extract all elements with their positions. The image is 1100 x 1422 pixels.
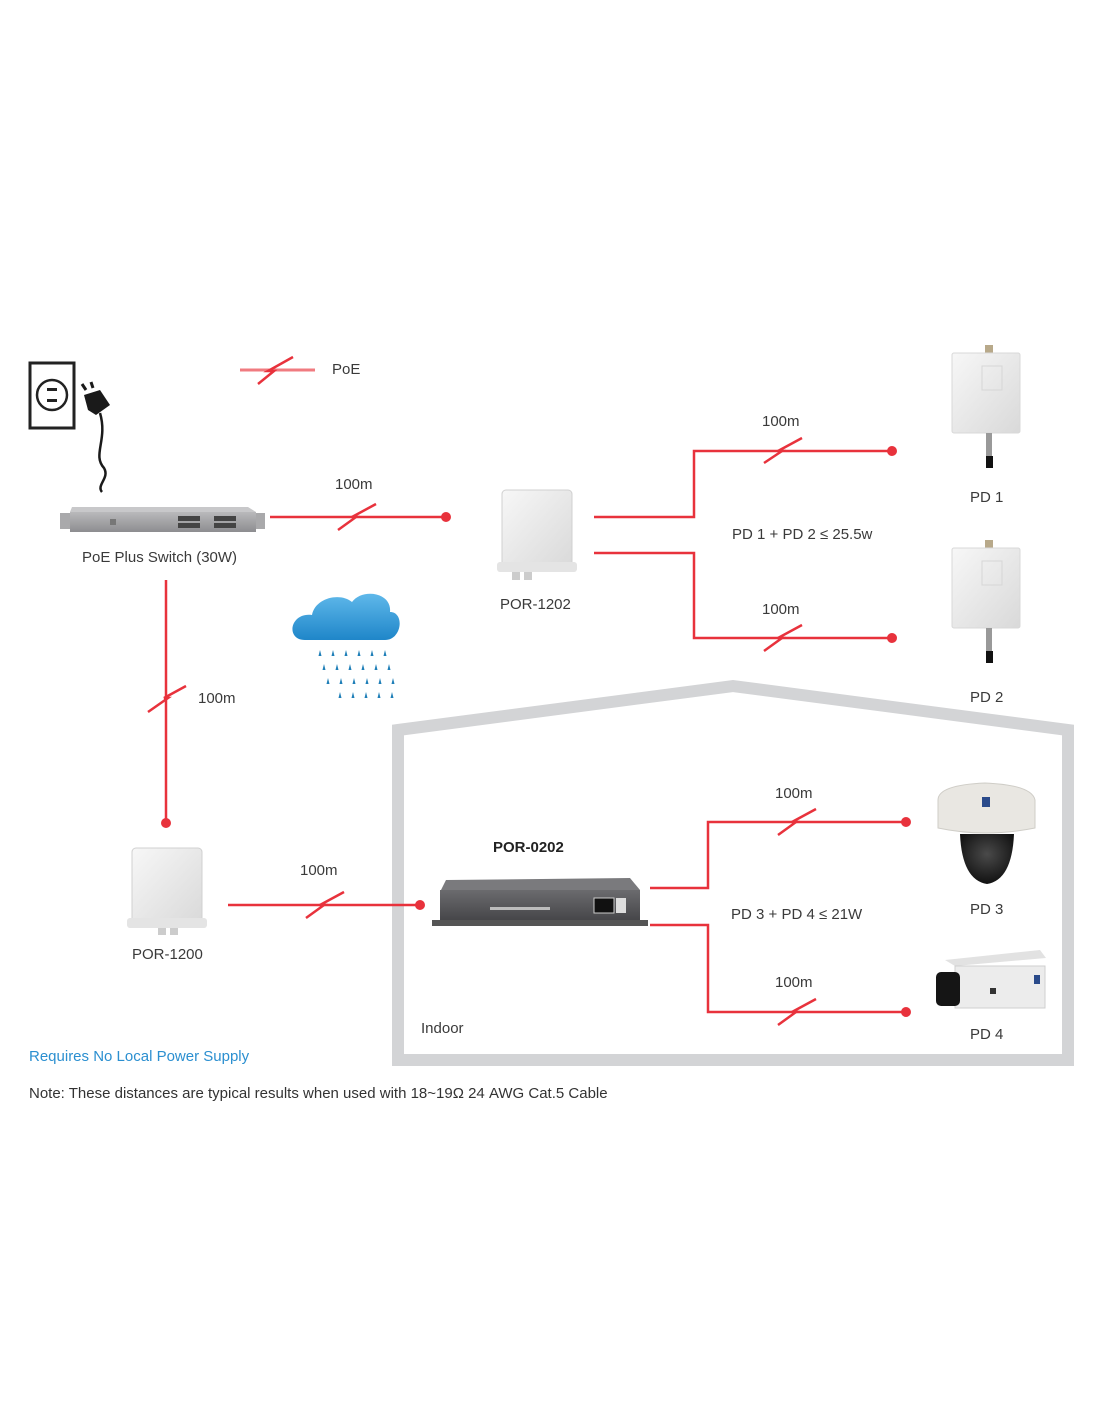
pd2-label: PD 2 (970, 689, 1004, 706)
cable-por0202-pd3 (650, 820, 906, 890)
cable-break-icon (257, 355, 294, 385)
pd3-dome-camera-device (937, 782, 1036, 884)
no-local-power-note: Requires No Local Power Supply (29, 1048, 250, 1065)
cable-break-icon (147, 684, 187, 714)
power-budget-pd1-pd2: PD 1 + PD 2 ≤ 25.5w (732, 526, 873, 543)
endpoint-dot (901, 817, 911, 827)
raindrop (344, 650, 348, 656)
raindrop (331, 650, 335, 656)
raindrop (348, 664, 352, 670)
cable-por1202-pd2 (594, 551, 892, 640)
poe-legend (240, 355, 315, 385)
cable-breaks (147, 436, 817, 1027)
link-length-label: 100m (335, 476, 373, 493)
raindrop (370, 650, 374, 656)
raindrop (378, 678, 382, 684)
raindrop (364, 692, 368, 698)
por-1200-device (127, 847, 207, 935)
endpoint-dot (887, 633, 897, 643)
raindrop (383, 650, 387, 656)
raindrop (387, 664, 391, 670)
link-length-label: 100m (775, 785, 813, 802)
pd3-label: PD 3 (970, 901, 1004, 918)
cable-break-icon (305, 890, 345, 920)
raindrop (365, 678, 369, 684)
poe-cables (164, 449, 906, 1014)
power-outlet-icon (28, 361, 76, 430)
pd1-access-point-device (951, 345, 1021, 468)
por-1202-label: POR-1202 (500, 596, 571, 613)
por-1200-label: POR-1200 (132, 946, 203, 963)
cable-endpoints (161, 446, 911, 1017)
power-budget-pd3-pd4: PD 3 + PD 4 ≤ 21W (731, 906, 863, 923)
link-length-label: 100m (198, 690, 236, 707)
cable-por0202-pd4 (650, 923, 906, 1014)
cable-break-icon (777, 997, 817, 1027)
indoor-house-outline (392, 679, 1074, 1066)
cable-break-icon (763, 623, 803, 653)
cable-break-icon (777, 807, 817, 837)
raindrop (391, 678, 395, 684)
cable-por1202-pd1 (594, 449, 892, 519)
endpoint-dot (161, 818, 171, 828)
pd2-access-point-device (951, 540, 1021, 663)
endpoint-dot (415, 900, 425, 910)
raindrop (339, 678, 343, 684)
poe-plus-switch-device (60, 507, 265, 532)
por-1202-device (497, 489, 577, 580)
endpoint-dot (887, 446, 897, 456)
rain-cloud-icon (292, 593, 400, 698)
raindrop (335, 664, 339, 670)
por-0202-device (432, 878, 648, 926)
raindrop (361, 664, 365, 670)
pd4-label: PD 4 (970, 1026, 1004, 1043)
link-length-label: 100m (300, 862, 338, 879)
cable-break-icon (337, 502, 377, 532)
cable-break-icon (763, 436, 803, 465)
por-0202-label: POR-0202 (493, 839, 564, 856)
cable-distance-note: Note: These distances are typical result… (29, 1085, 608, 1102)
raindrop (390, 692, 394, 698)
endpoint-dot (441, 512, 451, 522)
power-plug-icon (80, 381, 110, 493)
link-length-label: 100m (762, 413, 800, 430)
raindrop (318, 650, 322, 656)
raindrop (357, 650, 361, 656)
raindrop (322, 664, 326, 670)
raindrop (351, 692, 355, 698)
raindrop (352, 678, 356, 684)
link-length-label: 100m (775, 974, 813, 991)
raindrop (377, 692, 381, 698)
pd4-box-camera-device (936, 950, 1046, 1009)
indoor-zone-label: Indoor (421, 1020, 464, 1037)
switch-label: PoE Plus Switch (30W) (82, 549, 238, 566)
raindrop (326, 678, 330, 684)
endpoint-dot (901, 1007, 911, 1017)
legend-label: PoE (332, 361, 361, 378)
link-length-label: 100m (762, 601, 800, 618)
raindrop (374, 664, 378, 670)
raindrop (338, 692, 342, 698)
pd1-label: PD 1 (970, 489, 1004, 506)
